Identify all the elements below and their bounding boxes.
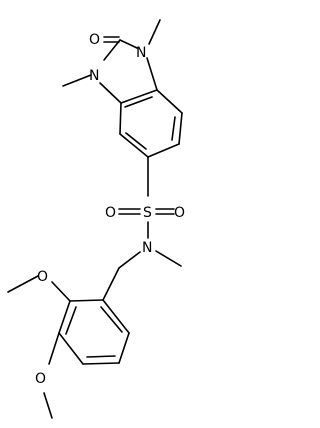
atom-label-methoxy-oxygen-upper: O <box>37 269 48 285</box>
bond-n-ch2 <box>118 251 141 269</box>
bond-ch2-aryl <box>102 267 120 301</box>
atom-label-sulfonyl-oxygen-right: O <box>174 205 185 221</box>
bond-c5-c4-inner <box>125 132 147 150</box>
molecule-structure: O N N S O O N O O <box>7 19 185 419</box>
bond-ar-c6-c1 <box>102 299 130 334</box>
atom-label-n1: N <box>136 45 146 61</box>
bond-n1-c7a <box>146 57 158 91</box>
atom-label-n2: N <box>89 68 99 84</box>
bond-c3-o-lower <box>48 332 60 365</box>
bond-ar-c6-c1-inner <box>100 306 123 333</box>
atom-label-sulfonyl-oxygen-left: O <box>105 205 116 221</box>
bond-c7-c6-inner <box>171 116 176 141</box>
bond-c7-c6 <box>178 112 183 145</box>
bond-c2-n1 <box>119 39 138 49</box>
bond-c2-n2 <box>103 39 121 61</box>
bond-n-methyl <box>155 250 182 267</box>
bond-ar-c5-c6 <box>118 332 130 364</box>
bond-n2-methyl <box>62 74 92 87</box>
bond-ar-c4-c5-inner <box>86 355 116 358</box>
bond-o-upper-methyl <box>7 275 39 293</box>
bond-c7a-c7 <box>156 89 183 114</box>
bond-ar-c2-c3 <box>58 300 71 334</box>
bond-ar-c4-c5 <box>82 362 120 365</box>
bond-c5-c4 <box>119 133 149 158</box>
atom-label-carbonyl-oxygen: O <box>89 32 100 48</box>
bond-ar-c1-c2 <box>69 299 104 302</box>
structure-drawing: O N N S O O N O O <box>7 19 185 419</box>
bond-n2-c3a <box>99 82 122 104</box>
bond-c6-c5 <box>147 143 180 158</box>
atom-label-sulfonamide-nitrogen: N <box>142 240 152 256</box>
bond-c7a-c3a-inner <box>124 96 153 108</box>
bond-ar-c2-c3-inner <box>65 306 77 335</box>
bond-n1-methyl <box>148 19 161 45</box>
bond-c2-o-upper <box>51 281 71 302</box>
bond-c7a-c3a <box>120 89 158 104</box>
atom-label-methoxy-oxygen-lower: O <box>35 371 46 387</box>
atom-label-sulfur: S <box>143 205 152 221</box>
bond-o-lower-methyl <box>43 392 53 419</box>
bond-c4-c3a <box>119 102 122 135</box>
bond-ar-c3-c4 <box>58 332 84 365</box>
